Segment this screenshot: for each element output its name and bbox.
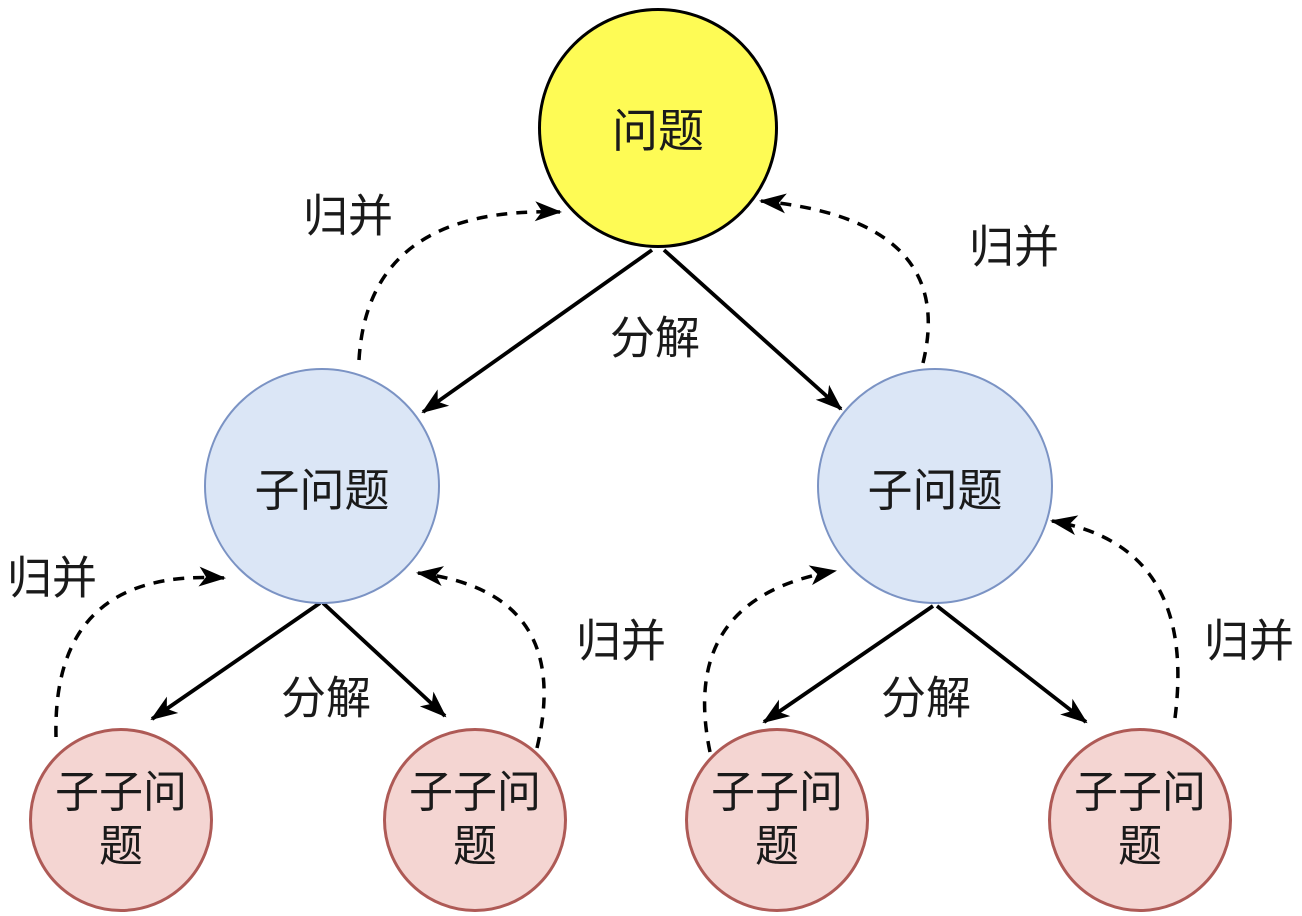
node-subproblem-right: 子问题 <box>817 368 1053 604</box>
edge-decompose-root-sub-left <box>421 248 654 414</box>
node-subproblem-left-label: 子问题 <box>254 463 390 517</box>
node-subsubproblem-2-label: 子子问题 <box>409 767 541 872</box>
node-subproblem-right-label: 子问题 <box>867 463 1003 517</box>
edge-merge-leaf2-subleft <box>416 566 546 749</box>
edge-label-merge-left-outer: 归并 <box>6 551 98 605</box>
node-problem: 问题 <box>538 8 778 248</box>
edge-label-decompose-left: 分解 <box>280 671 372 725</box>
edge-merge-subleft-root <box>357 201 562 361</box>
edge-decompose-subright-leaf4 <box>935 604 1088 724</box>
node-subsubproblem-2: 子子问题 <box>383 728 567 912</box>
node-subproblem-left: 子问题 <box>204 368 440 604</box>
edge-label-merge-root-right: 归并 <box>968 220 1060 274</box>
edge-merge-leaf3-subright <box>702 565 837 753</box>
edge-merge-subright-root <box>759 193 930 364</box>
node-subsubproblem-3-label: 子子问题 <box>711 767 843 872</box>
edge-label-decompose-right: 分解 <box>880 671 972 725</box>
edge-merge-leaf4-subright <box>1050 515 1180 719</box>
node-problem-label: 问题 <box>612 104 704 158</box>
edge-decompose-root-sub-right <box>662 248 843 411</box>
node-subsubproblem-1-label: 子子问题 <box>55 767 187 872</box>
node-subsubproblem-4: 子子问题 <box>1048 728 1232 912</box>
edge-decompose-subright-leaf3 <box>762 604 935 724</box>
edge-decompose-subleft-leaf2 <box>321 601 447 718</box>
edge-label-decompose-root: 分解 <box>609 311 701 365</box>
edge-label-merge-inner: 归并 <box>575 614 667 668</box>
node-subsubproblem-4-label: 子子问题 <box>1074 767 1206 872</box>
node-subsubproblem-1: 子子问题 <box>29 728 213 912</box>
edge-decompose-subleft-leaf1 <box>150 601 322 721</box>
edge-merge-leaf1-subleft <box>54 566 226 738</box>
edge-label-merge-right-outer: 归并 <box>1203 614 1295 668</box>
edge-label-merge-root-left: 归并 <box>302 189 394 243</box>
node-subsubproblem-3: 子子问题 <box>685 728 869 912</box>
